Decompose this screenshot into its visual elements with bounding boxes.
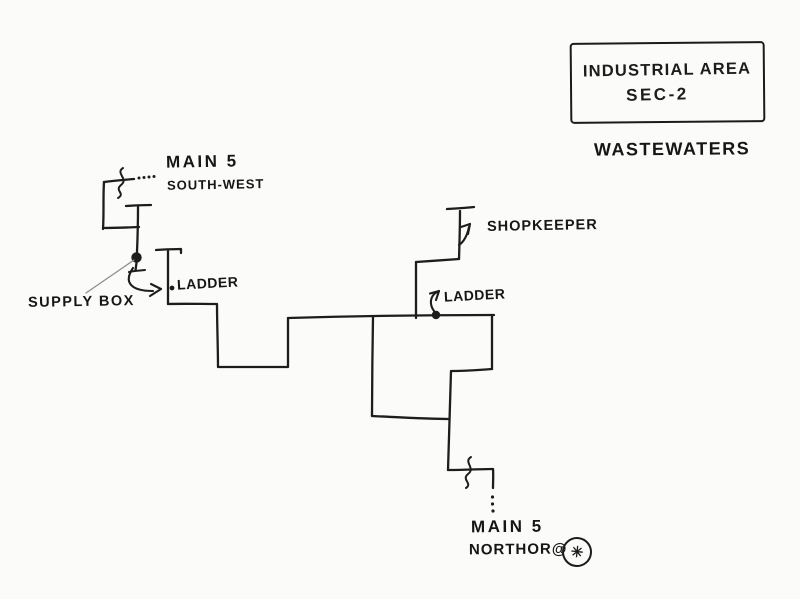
supply-box-pointer-line bbox=[85, 259, 135, 294]
break-squiggle-icon bbox=[464, 456, 472, 489]
title-line2: SEC-2 bbox=[626, 83, 690, 105]
label-supply-box: SUPPLY BOX bbox=[27, 293, 136, 311]
shopkeeper-arrow bbox=[457, 222, 472, 247]
shopkeeper-branch bbox=[414, 205, 476, 320]
label-main5-north-line2: NORTHOR@ bbox=[468, 540, 568, 559]
pipe-run-main-horizontal bbox=[286, 313, 496, 320]
pipe-loop-right bbox=[370, 314, 494, 472]
label-main5-southwest-line1: MAIN 5 bbox=[165, 151, 239, 172]
label-ladder-left: LADDER bbox=[176, 273, 239, 293]
label-ladder-right: LADDER bbox=[443, 285, 506, 305]
break-squiggle-icon bbox=[117, 167, 125, 199]
manhole-t-symbol-left bbox=[124, 203, 153, 254]
main5-north-exit bbox=[446, 456, 495, 513]
manhole-t-symbol-ladder-left bbox=[154, 247, 183, 306]
label-main5-north-line1: MAIN 5 bbox=[470, 516, 544, 537]
main5-southwest-stub bbox=[101, 167, 156, 231]
asterisk-glyph: ✳ bbox=[569, 542, 585, 562]
label-main5-southwest-line2: SOUTH-WEST bbox=[166, 176, 265, 193]
title-box: INDUSTRIAL AREA SEC-2 bbox=[569, 41, 766, 124]
pipe-run-left-steps bbox=[166, 302, 290, 369]
label-shopkeeper: SHOPKEEPER bbox=[486, 217, 598, 235]
ladder-left-arrow bbox=[127, 266, 163, 298]
title-line1: INDUSTRIAL AREA bbox=[583, 59, 752, 80]
subtitle-wastewaters: WASTEWATERS bbox=[593, 138, 751, 160]
ladder-right-marker bbox=[428, 289, 441, 320]
